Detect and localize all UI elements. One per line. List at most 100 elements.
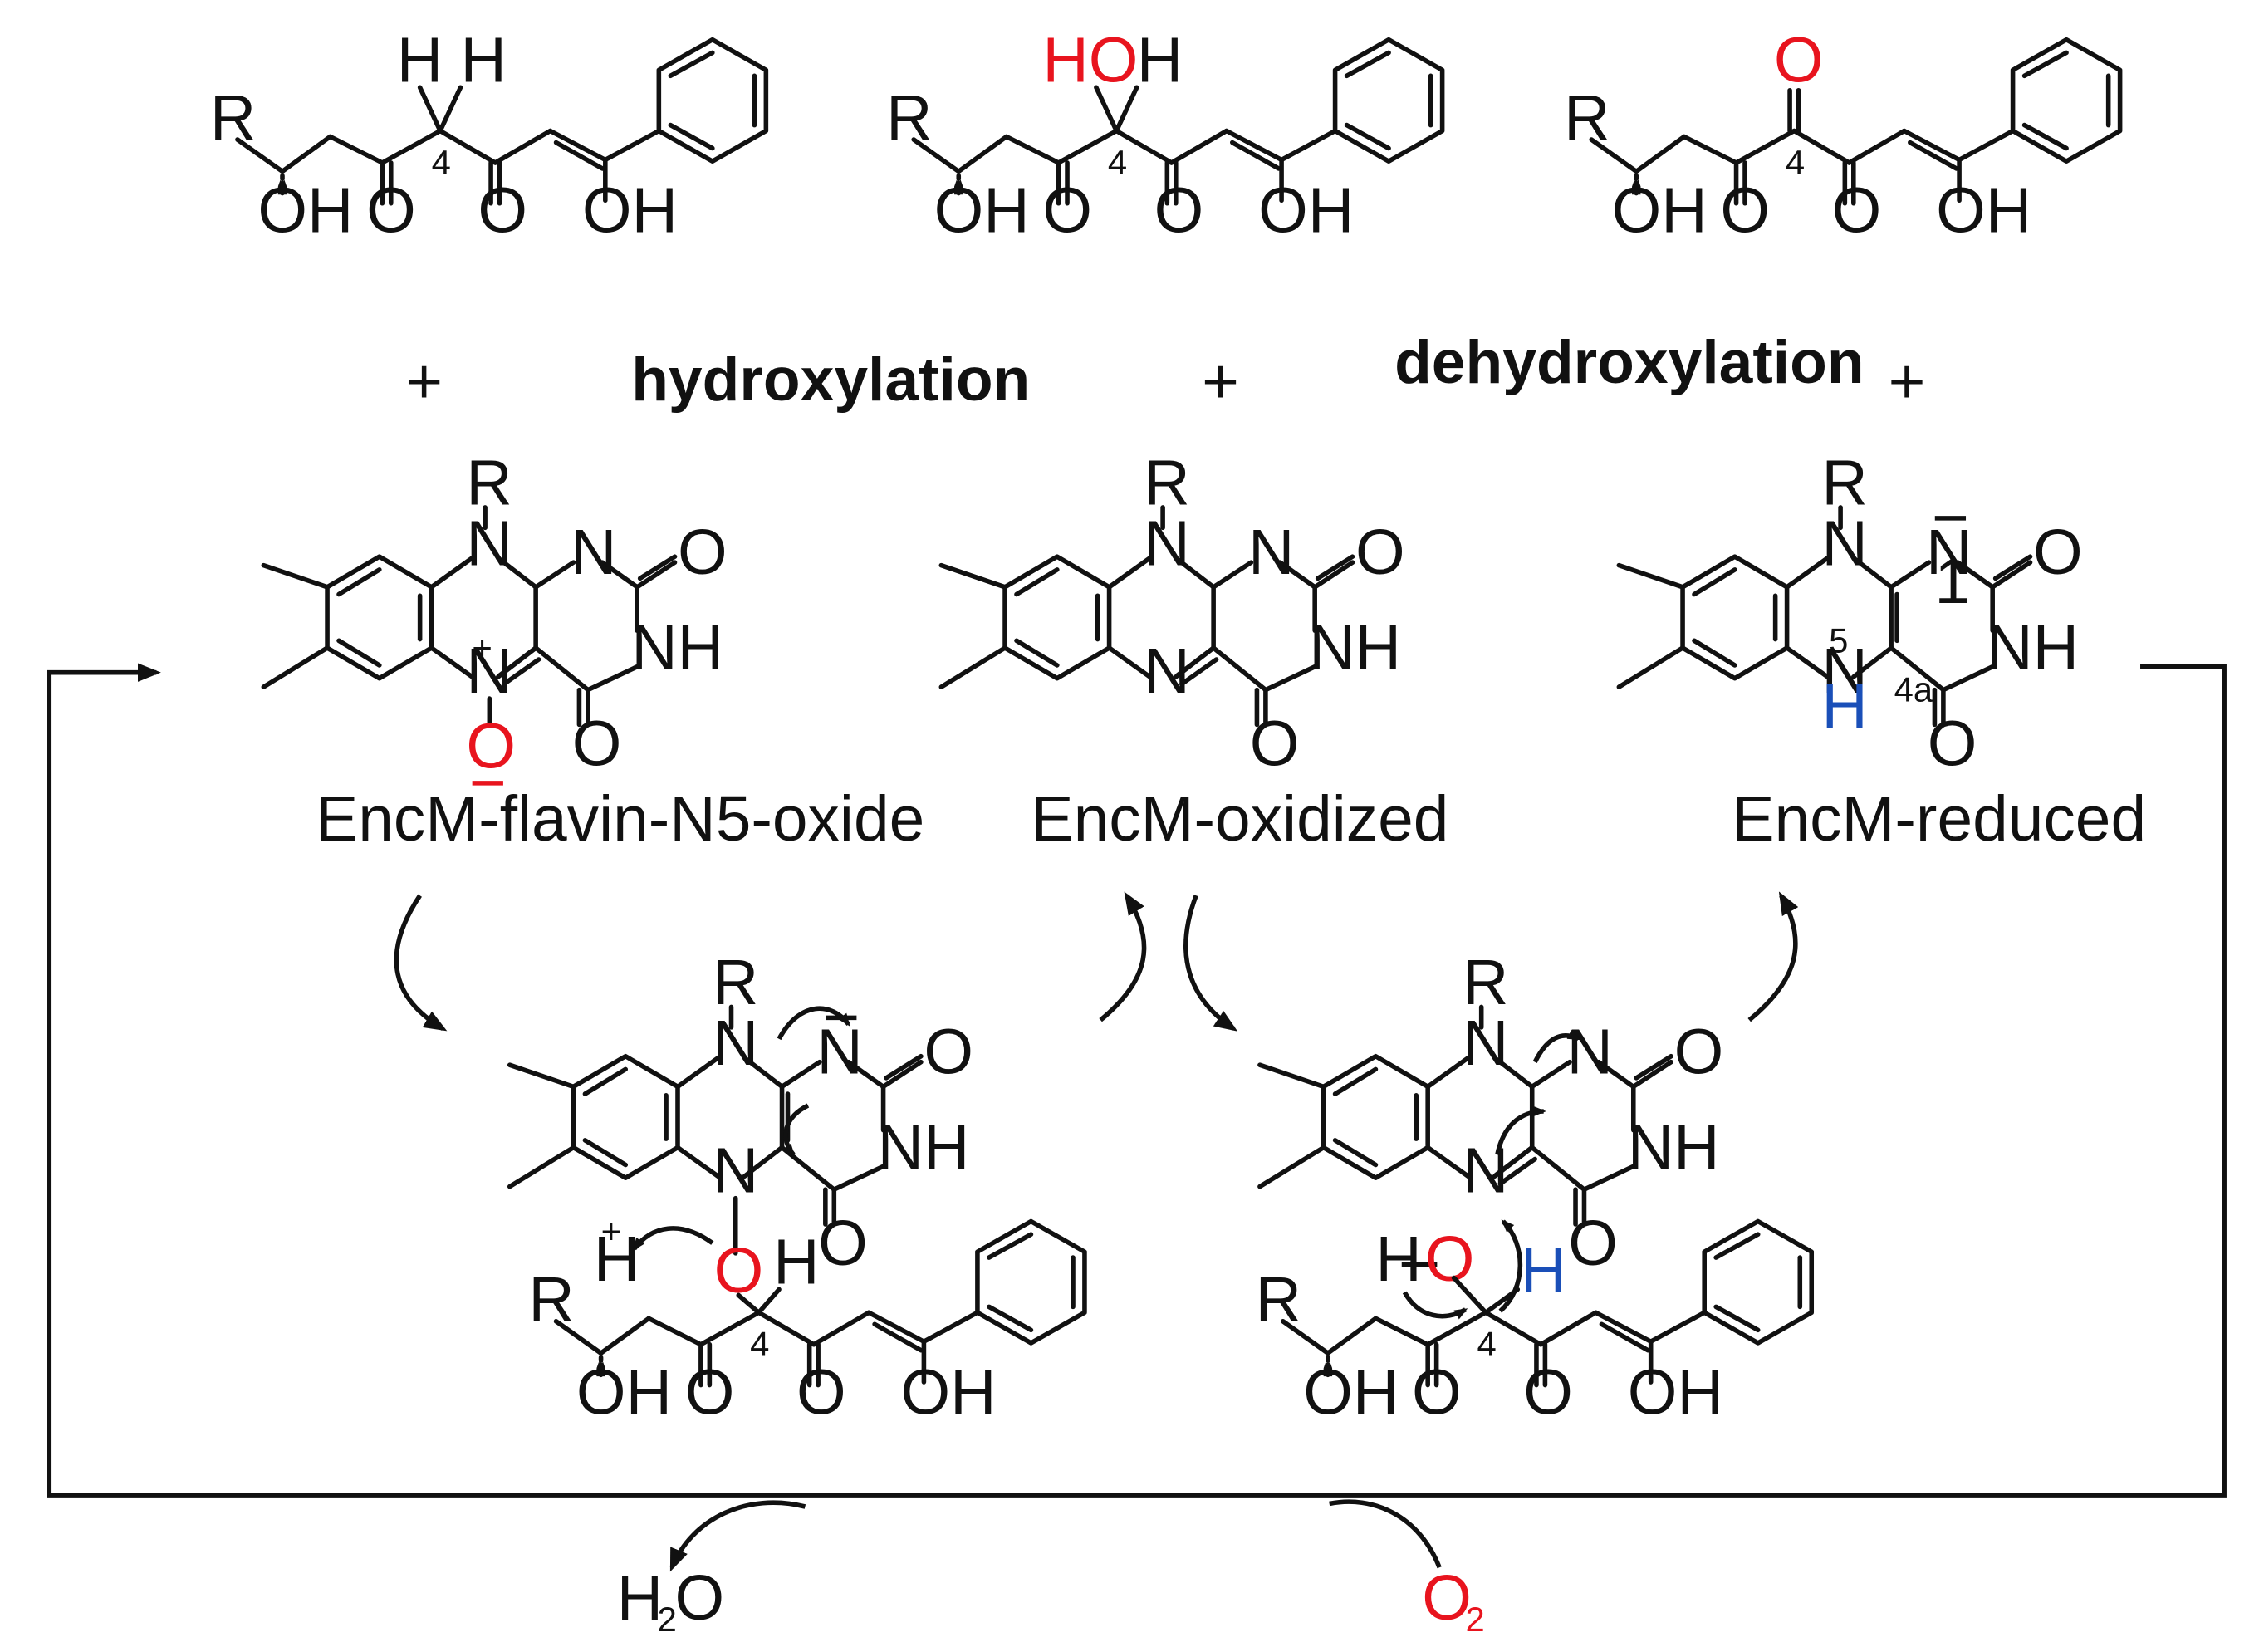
enol-oh-label: OH (1936, 176, 2031, 247)
substrate-c4-hydroxy: R OH O O OH HO H 4 (886, 25, 1443, 247)
hydroxyl-label: OH (576, 1357, 672, 1428)
plus-sign: + (1202, 346, 1239, 417)
hydrogen-label: H (460, 25, 506, 96)
n1-locant: 1 (1934, 547, 1970, 617)
hydroxide-o-label: O (1425, 1224, 1475, 1295)
n3h-label: NH (878, 1113, 970, 1184)
r-group-label: R (466, 448, 512, 518)
n1-label: N (1248, 517, 1294, 588)
hydroxyl-label: OH (1303, 1357, 1399, 1428)
oxide-charge: − (469, 748, 507, 818)
hydroxylation-label: hydroxylation (631, 346, 1030, 414)
arrow-to-water (669, 1500, 806, 1572)
hydroxide-dash: – (1402, 1224, 1438, 1295)
n3h-label: NH (631, 613, 723, 684)
r-group-label: R (886, 83, 932, 154)
r-group-label: R (210, 83, 256, 154)
carbonyl-o-label: O (1042, 176, 1092, 247)
n10-label: N (713, 1008, 758, 1079)
flavin-reduced: N R N − 1 O NH O N H 5 4a (1619, 448, 2083, 779)
n5-locant: 5 (1829, 620, 1848, 659)
c4-hydroxyl-label: HO (1042, 25, 1138, 96)
r-group-label: R (528, 1265, 574, 1336)
n-oxide-o-label: O (466, 712, 516, 782)
arrow-intermediate-to-reduced (1747, 891, 1799, 1022)
proton-label: H (594, 1224, 639, 1295)
carbonyl-o-label: O (1154, 176, 1204, 247)
hydroxyl-label: OH (1612, 176, 1708, 247)
plus-sign: + (405, 346, 443, 417)
intermediate-dehydroxylation: N R N O NH O N H – O H R OH O O OH 4 (1256, 948, 1812, 1428)
flavin-oxidized: N R N O NH O N (941, 448, 1405, 779)
n5-label: N (713, 1136, 758, 1207)
enol-oh-label: OH (1258, 176, 1354, 247)
c4-locant: 4 (1108, 143, 1127, 182)
n1-label: N (571, 517, 616, 588)
plus-sign: + (1889, 346, 1926, 417)
c4-keto-o-label: O (1774, 25, 1824, 96)
oxygen-o: O (1422, 1563, 1472, 1634)
carbonyl-o-label: O (366, 176, 416, 247)
enol-oh-label: OH (901, 1357, 997, 1428)
oxidized-name: EncM-oxidized (1031, 784, 1448, 855)
n5-label: N (1821, 636, 1867, 707)
r-group-label: R (713, 948, 758, 1018)
n1-charge: − (1932, 483, 1969, 553)
r-group-label: R (1144, 448, 1189, 518)
r-group-label: R (1463, 948, 1508, 1018)
c4-locant: 4 (750, 1325, 769, 1364)
n10-label: N (466, 509, 512, 580)
substrate-c4-methylene: R OH O O OH H H 4 (210, 25, 767, 247)
carbonyl-o-label: O (685, 1357, 735, 1428)
carbonyl-o-label: O (1412, 1357, 1462, 1428)
water-h: H (617, 1563, 663, 1634)
carbonyl-o-label: O (1720, 176, 1770, 247)
flavin-n5-oxide: N R N O NH O N + O − (263, 448, 728, 818)
c2-o-label: O (1674, 1017, 1724, 1088)
carbonyl-o-label: O (478, 176, 527, 247)
arrow-n5oxide-to-intermediate (394, 894, 448, 1032)
water-subscript: 2 (658, 1600, 677, 1639)
c4-o-label: O (1568, 1208, 1618, 1279)
arrow-oxidized-to-intermediate (1183, 895, 1238, 1032)
c4-locant: 4 (1477, 1325, 1496, 1364)
c4-o-label: O (572, 708, 622, 779)
proton-charge: + (601, 1212, 621, 1251)
c4-o-label: O (1928, 708, 1977, 779)
c4-o-label: O (1250, 708, 1300, 779)
hydroxyl-label: OH (934, 176, 1030, 247)
c4-o-label: O (818, 1208, 868, 1279)
carbonyl-o-label: O (1832, 176, 1882, 247)
oxygen-subscript: 2 (1466, 1600, 1485, 1639)
c2-o-label: O (678, 517, 728, 588)
c4-hydrogen-label: H (1521, 1236, 1566, 1306)
c2-o-label: O (2033, 517, 2083, 588)
n10-label: N (1821, 509, 1867, 580)
n3h-label: NH (1309, 613, 1401, 684)
hydroxide-h-label: H (1375, 1224, 1421, 1295)
hydrogen-label: H (773, 1227, 819, 1297)
c2-o-label: O (924, 1017, 973, 1088)
c4-locant: 4 (432, 143, 451, 182)
c4-locant: 4 (1786, 143, 1805, 182)
carbonyl-o-label: O (1523, 1357, 1573, 1428)
water-o: O (675, 1563, 725, 1634)
c2-o-label: O (1355, 517, 1405, 588)
oxygen-label: O 2 (1422, 1563, 1485, 1639)
arrow-from-oxygen (1329, 1499, 1442, 1569)
n1-label: N (1567, 1017, 1613, 1088)
substrate-c4-keto: R OH O O OH O 4 (1564, 25, 2120, 247)
hydroxyl-label: OH (257, 176, 353, 247)
r-group-label: R (1564, 83, 1610, 154)
water-label: H 2 O (617, 1563, 724, 1639)
c4a-locant: 4a (1894, 670, 1933, 709)
enol-oh-label: OH (582, 176, 678, 247)
n3h-label: NH (1987, 613, 2079, 684)
hydrogen-label: H (1137, 25, 1183, 96)
n5-oxide-name: EncM-flavin-N5-oxide (316, 784, 924, 855)
dehydroxylation-label: dehydroxylation (1394, 328, 1865, 396)
n5-charge: + (472, 628, 492, 667)
n1-label: N (1926, 517, 1972, 588)
intermediate-hydroxylation: N R N − O NH O N O H + R OH O O OH H 4 (510, 948, 1085, 1428)
